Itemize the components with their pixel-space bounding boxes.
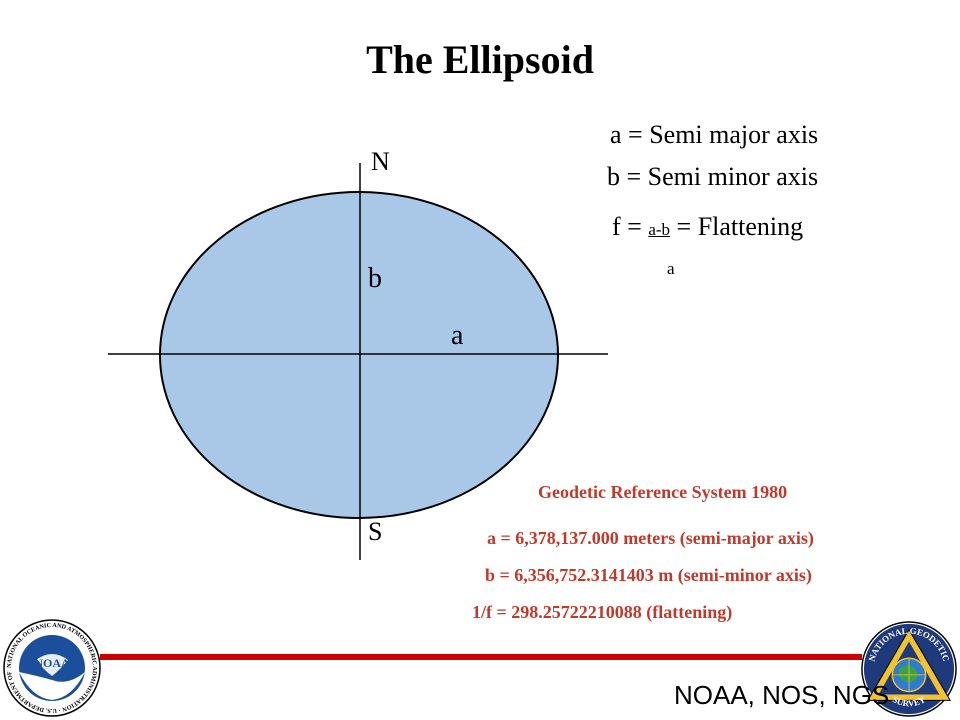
a-label: a xyxy=(451,320,464,351)
grs80-semi-minor: b = 6,356,752.3141403 m (semi-minor axis… xyxy=(485,565,812,585)
footer-divider xyxy=(100,654,862,660)
semi-major-definition: a = Semi major axis xyxy=(610,120,819,149)
flattening-prefix: f = xyxy=(612,212,649,241)
north-label: N xyxy=(371,147,390,176)
noaa-logo-text: NOAA xyxy=(34,656,70,670)
flattening-definition: f = a-b = Flattening xyxy=(612,212,803,242)
ngs-seal: NATIONAL GEODETIC SURVEY xyxy=(861,621,957,717)
south-label: S xyxy=(368,517,382,546)
slide-title: The Ellipsoid xyxy=(366,37,594,82)
grs80-inverse-flattening: 1/f = 298.25722210088 (flattening) xyxy=(472,602,733,622)
b-label: b xyxy=(368,263,382,294)
footer-agencies: NOAA, NOS, NGS xyxy=(674,680,890,710)
flattening-numerator: a-b xyxy=(648,220,671,239)
grs80-heading: Geodetic Reference System 1980 xyxy=(538,482,788,502)
noaa-logo: NATIONAL OCEANIC AND ATMOSPHERIC ADMINIS… xyxy=(2,618,101,717)
grs80-semi-major: a = 6,378,137.000 meters (semi-major axi… xyxy=(487,528,814,548)
semi-minor-definition: b = Semi minor axis xyxy=(607,162,819,191)
ellipsoid-shape xyxy=(159,191,559,519)
ngs-seal-bottom-text: SURVEY xyxy=(891,694,928,709)
flattening-suffix: = Flattening xyxy=(670,212,804,241)
flattening-denominator: a xyxy=(667,259,675,278)
svg-text:SURVEY: SURVEY xyxy=(891,694,928,709)
